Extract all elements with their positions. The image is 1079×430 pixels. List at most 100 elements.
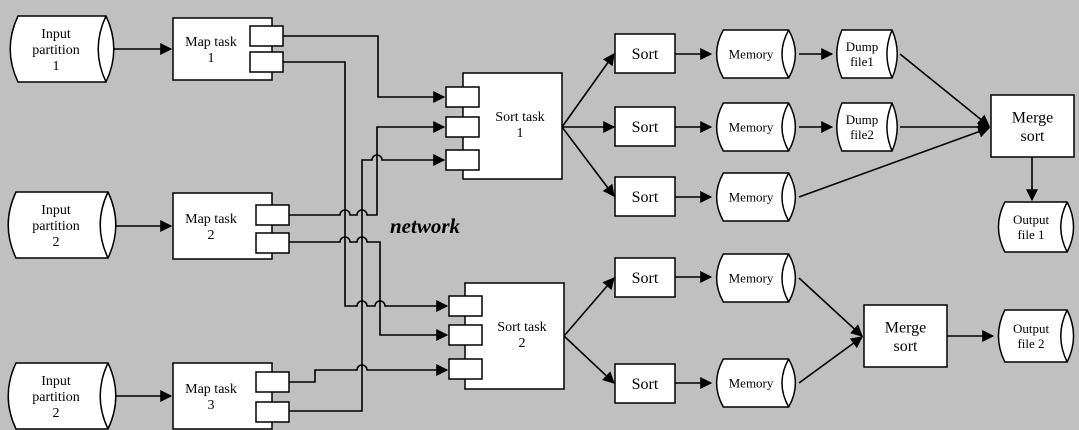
sort-label-line: Sort: [632, 270, 659, 287]
merge-sort-label-line: sort: [1021, 128, 1046, 145]
input-partition-label-line: Input: [41, 203, 71, 218]
edge-memory-5-to-merge-sort-2: [798, 336, 863, 384]
sort-task-input-port-3: [448, 358, 483, 380]
edge-map-task-1-to-sort-task-1: [283, 35, 446, 103]
input-partition-cap: [99, 362, 109, 430]
input-partition-cap: [97, 15, 107, 83]
sort-label-line: Sort: [632, 119, 659, 136]
memory-3: Memory: [715, 172, 797, 222]
output-file-label-line: Output: [1013, 321, 1050, 336]
sort-box: [614, 363, 676, 404]
output-file-label-line: Output: [1013, 212, 1050, 227]
dump-file-cap: [886, 102, 893, 152]
input-partition-cap: [99, 191, 109, 259]
sort-task-input-port-1: [448, 295, 483, 317]
sort-task-label-line: Sort task: [495, 110, 544, 125]
sort-1: Sort: [614, 33, 676, 74]
edges-layer: [110, 35, 1038, 412]
input-partition-label-line: partition: [32, 390, 79, 405]
sort-box: [614, 106, 676, 147]
edge-map-task-1-to-sort-task-2: [283, 61, 449, 312]
input-partition-label-line: Input: [41, 27, 71, 42]
sort-label-line: Sort: [632, 376, 659, 393]
memory-4: Memory: [715, 253, 797, 303]
dump-file-label-line: Dump: [846, 39, 879, 54]
sort-box: [614, 33, 676, 74]
edge-memory-3-to-merge-sort-1: [798, 126, 991, 198]
edge-dump-file-1-to-merge-sort-1: [899, 53, 990, 127]
sort-task-input-port-1: [445, 86, 480, 108]
edge-map-task-3-to-sort-task-2: [289, 364, 449, 383]
memory-label-line: Memory: [729, 47, 774, 62]
memory-label-line: Memory: [729, 376, 774, 391]
sort-task-label-line: 1: [517, 126, 524, 141]
sort-task-label-line: Sort task: [497, 320, 546, 335]
input-partition-label-line: 2: [53, 235, 60, 250]
memory-1: Memory: [715, 29, 797, 79]
memory-cap: [781, 358, 790, 408]
input-partition-label-line: partition: [32, 219, 79, 234]
memory-2: Memory: [715, 102, 797, 152]
output-file-label-line: file 2: [1017, 336, 1044, 351]
memory-label-line: Memory: [729, 190, 774, 205]
map-output-port-2: [249, 51, 284, 73]
memory-cap: [781, 29, 790, 79]
sort-task-input-port-2: [445, 116, 480, 138]
sort-task-label-line: 2: [519, 336, 526, 351]
sort-box: [614, 176, 676, 217]
map-output-port-2: [255, 232, 290, 254]
output-file-cap: [1060, 201, 1068, 253]
edge-sort-task-1-to-sort-3: [561, 126, 615, 197]
network-label: network: [390, 214, 461, 238]
output-file-label-line: file 1: [1017, 227, 1044, 242]
memory-cap: [781, 172, 790, 222]
output-file-cap: [1060, 309, 1068, 363]
memory-5: Memory: [715, 358, 797, 408]
map-task-label-line: Map task: [185, 382, 237, 397]
sort-label-line: Sort: [632, 46, 659, 63]
map-output-port-1: [255, 204, 290, 226]
edge-sort-task-2-to-sort-5: [563, 335, 615, 384]
edge-map-task-2-to-sort-task-1: [289, 121, 446, 216]
map-output-port-2: [255, 401, 290, 423]
memory-cap: [781, 102, 790, 152]
input-partition-label-line: 2: [53, 406, 60, 421]
dump-file-label-line: Dump: [846, 112, 879, 127]
map-task-label-line: 3: [208, 398, 215, 413]
merge-sort-box: [990, 94, 1075, 158]
sort-3: Sort: [614, 176, 676, 217]
sort-4: Sort: [614, 257, 676, 298]
map-output-port-1: [249, 25, 284, 47]
edge-map-task-3-to-sort-task-1: [289, 154, 446, 412]
map-output-port-1: [255, 371, 290, 393]
input-partition-label-line: 1: [53, 59, 60, 74]
input-partition-label-line: partition: [32, 43, 79, 58]
input-partition-label-line: Input: [41, 374, 71, 389]
sort-2: Sort: [614, 106, 676, 147]
edge-map-task-2-to-sort-task-2: [289, 236, 449, 341]
map-task-label-line: Map task: [185, 212, 237, 227]
sort-label-line: Sort: [632, 189, 659, 206]
dump-file-label-line: file2: [850, 127, 874, 142]
merge-sort-box: [863, 304, 948, 368]
map-task-label-line: Map task: [185, 35, 237, 50]
memory-cap: [781, 253, 790, 303]
sort-task-input-port-3: [445, 149, 480, 171]
map-task-label-line: 2: [208, 228, 215, 243]
map-task-label-line: 1: [208, 51, 215, 66]
dump-file-label-line: file1: [850, 54, 874, 69]
